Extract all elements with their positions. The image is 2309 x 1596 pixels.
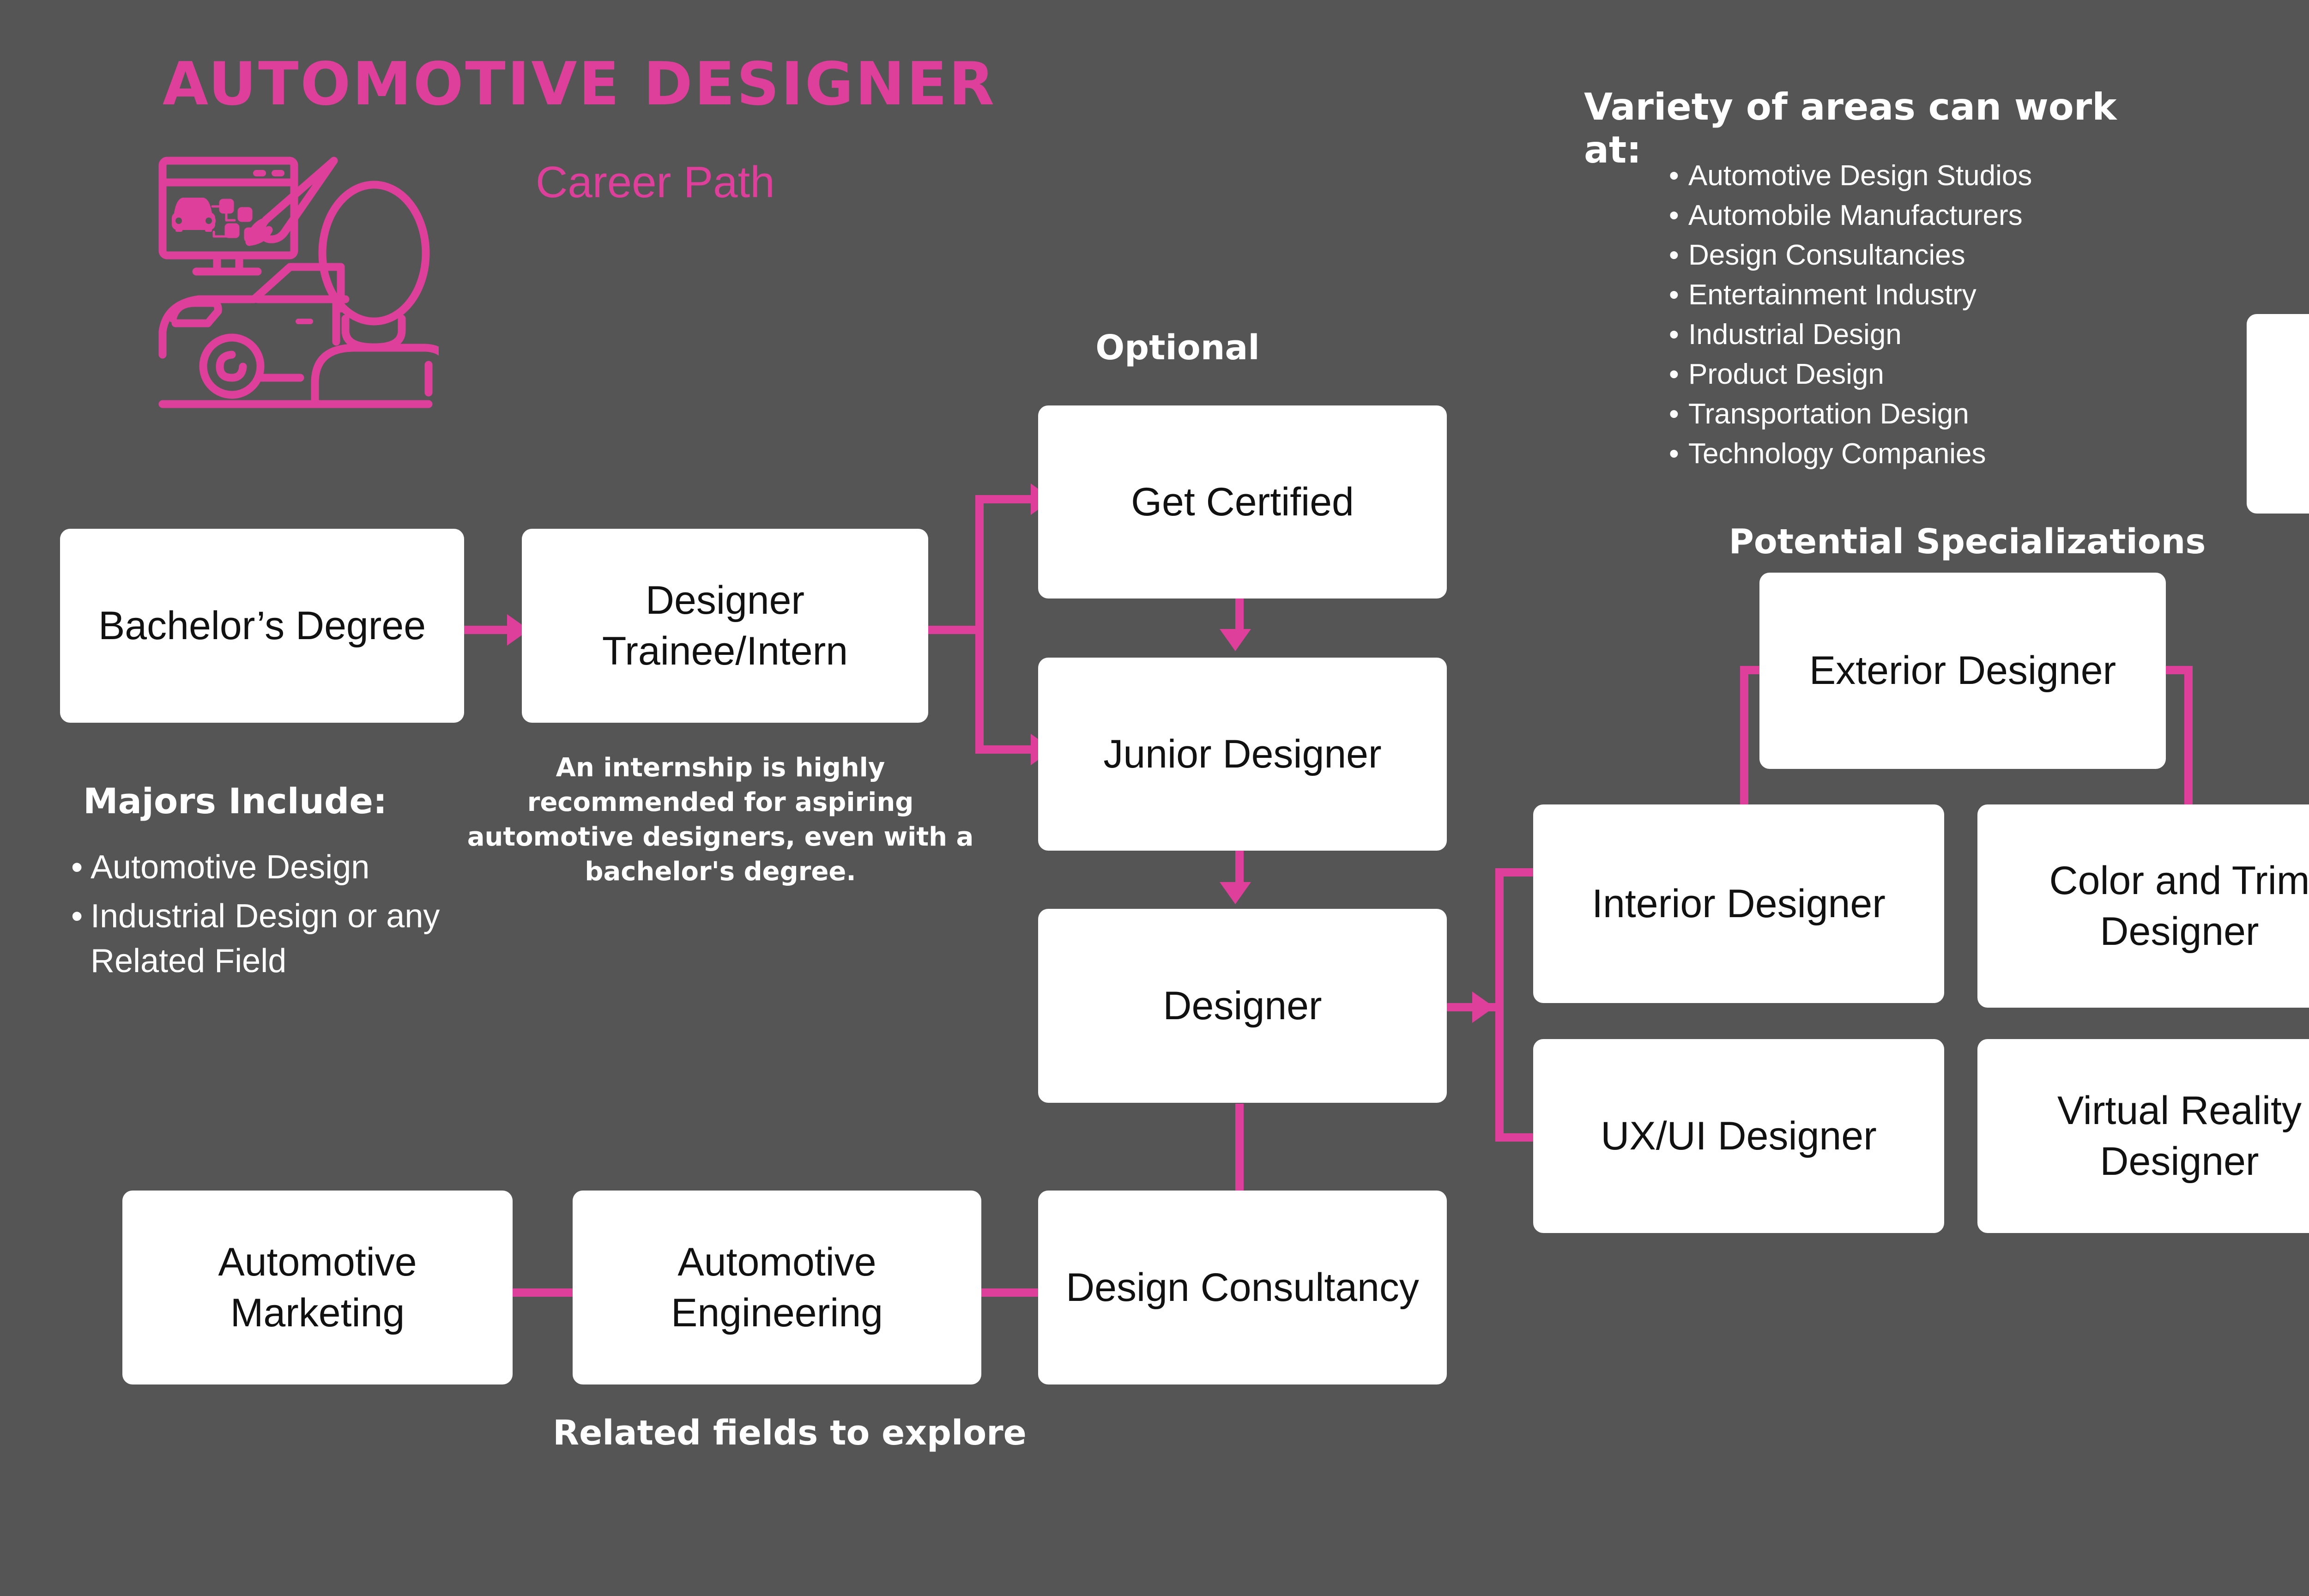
node-designer-trainee[interactable]: Designer Trainee/Intern [522,529,928,723]
connector-specializations-bus [1495,868,1504,1142]
majors-list: Automotive Design Industrial Design or a… [69,845,531,988]
note-internship: An internship is highly recommended for … [467,753,974,887]
caption-potential-specializations: Potential Specializations [1729,522,2206,562]
list-item: Product Design [1667,360,2212,389]
list-item: Automobile Manufacturers [1667,201,2212,230]
automotive-designer-illustration-icon [152,134,450,420]
list-item: Entertainment Industry [1667,281,2212,310]
connector-bus-to-junior-designer [975,745,1035,754]
node-exterior-designer[interactable]: Exterior Designer [1759,573,2166,769]
connector-bus-to-uxui [1495,1133,1537,1142]
caption-optional: Optional [1095,328,1260,368]
list-item: Technology Companies [1667,440,2212,469]
node-design-lead[interactable]: Design Lead [2247,314,2309,514]
page-subtitle: Career Path [536,157,775,207]
node-design-consultancy[interactable]: Design Consultancy [1038,1191,1447,1384]
connector-trainee-bus [975,495,984,754]
list-item: Transportation Design [1667,400,2212,429]
node-interior-designer[interactable]: Interior Designer [1533,804,1944,1003]
list-item: Automotive Design Studios [1667,162,2212,191]
node-virtual-reality-designer[interactable]: Virtual Reality Designer [1977,1039,2309,1233]
node-junior-designer[interactable]: Junior Designer [1038,658,1447,851]
areas-heading: Variety of areas can work at: [1584,85,2117,171]
node-get-certified[interactable]: Get Certified [1038,405,1447,598]
connector-junior-to-designer [1235,849,1244,889]
connector-get-certified-to-junior [1235,596,1244,636]
list-item: Automotive Design [69,845,531,890]
page-title: AUTOMOTIVE DESIGNER [163,50,997,119]
list-item: Industrial Design or any Related Field [69,894,531,983]
arrow-get-certified-to-junior [1220,629,1251,651]
majors-heading: Majors Include: [83,780,387,822]
connector-designer-to-consultancy [1235,1104,1244,1191]
node-automotive-marketing[interactable]: Automotive Marketing [122,1191,513,1384]
list-item: Design Consultancies [1667,241,2212,270]
connector-engineering-to-consultancy [979,1288,1044,1297]
node-automotive-engineering[interactable]: Automotive Engineering [573,1191,981,1384]
connector-trainee-out [924,626,984,634]
connector-exterior-left-down [1740,666,1748,821]
node-bachelors-degree[interactable]: Bachelor’s Degree [60,529,464,723]
arrow-junior-to-designer [1220,882,1251,904]
arrow-designer-to-specializations [1472,991,1494,1023]
node-color-trim-designer[interactable]: Color and Trim Designer [1977,804,2309,1008]
list-item: Industrial Design [1667,320,2212,350]
connector-marketing-to-engineering [510,1288,575,1297]
connector-bachelors-to-trainee [462,626,512,634]
areas-list: Automotive Design Studios Automobile Man… [1667,162,2212,479]
connector-exterior-right-down [2184,666,2193,821]
node-designer[interactable]: Designer [1038,909,1447,1103]
caption-related-fields: Related fields to explore [553,1413,1027,1453]
node-ux-ui-designer[interactable]: UX/UI Designer [1533,1039,1944,1233]
connector-bus-to-get-certified [975,495,1035,503]
connector-bus-to-interior [1495,868,1537,877]
